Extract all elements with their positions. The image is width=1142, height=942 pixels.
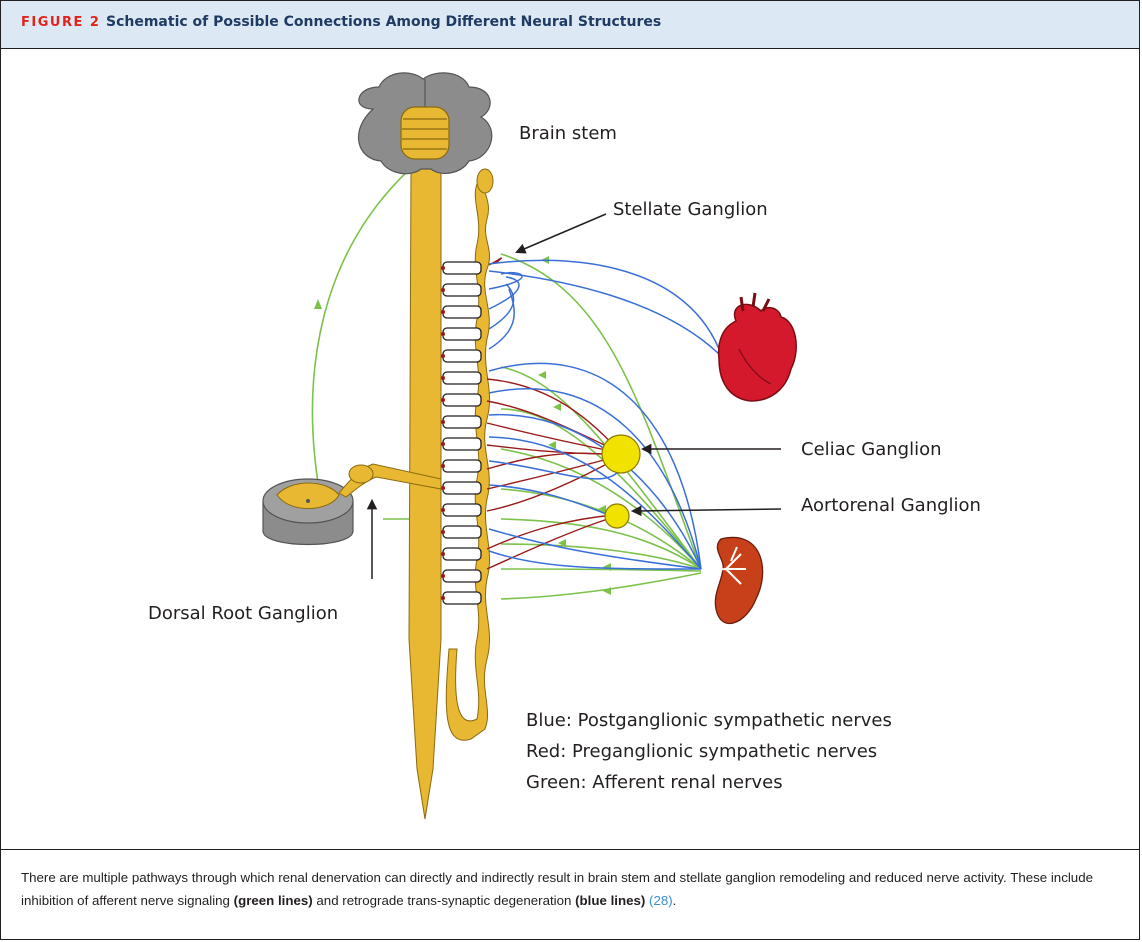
figure-header: FIGURE 2 Schematic of Possible Connectio…	[1, 1, 1139, 49]
caption-period: .	[673, 893, 677, 908]
label-celiac-ganglion: Celiac Ganglion	[801, 439, 942, 460]
legend-red: Red: Preganglionic sympathetic nerves	[526, 741, 877, 762]
label-brain-stem: Brain stem	[519, 123, 617, 144]
heart-icon	[719, 293, 797, 401]
legend-green: Green: Afferent renal nerves	[526, 772, 783, 793]
caption-divider	[1, 849, 1139, 850]
caption-blue-lines: (blue lines)	[575, 893, 645, 908]
kidney-icon	[701, 537, 763, 623]
neural-schematic: Brain stem Stellate Ganglion Celiac Gang…	[1, 49, 1139, 849]
caption-text-2: and retrograde trans-synaptic degenerati…	[313, 893, 575, 908]
aortorenal-ganglion-node	[605, 504, 629, 528]
rami-ladder	[443, 262, 481, 604]
figure-title: Schematic of Possible Connections Among …	[106, 14, 661, 30]
caption-reference-link[interactable]: (28)	[649, 893, 673, 908]
caption-green-lines: (green lines)	[234, 893, 313, 908]
afferent-nerves-green	[313, 124, 701, 599]
diagram-area: Brain stem Stellate Ganglion Celiac Gang…	[1, 49, 1139, 849]
label-stellate-ganglion: Stellate Ganglion	[613, 199, 768, 220]
label-dorsal-root-ganglion: Dorsal Root Ganglion	[148, 603, 338, 624]
brain-stem	[359, 73, 492, 174]
celiac-ganglion-node	[602, 435, 640, 473]
figure-label: FIGURE 2	[21, 15, 100, 30]
figure-caption: There are multiple pathways through whic…	[21, 866, 1121, 912]
label-aortorenal-ganglion: Aortorenal Ganglion	[801, 495, 981, 516]
spinal-cord	[409, 169, 441, 819]
legend-blue: Blue: Postganglionic sympathetic nerves	[526, 710, 892, 731]
sympathetic-chain	[446, 169, 493, 740]
